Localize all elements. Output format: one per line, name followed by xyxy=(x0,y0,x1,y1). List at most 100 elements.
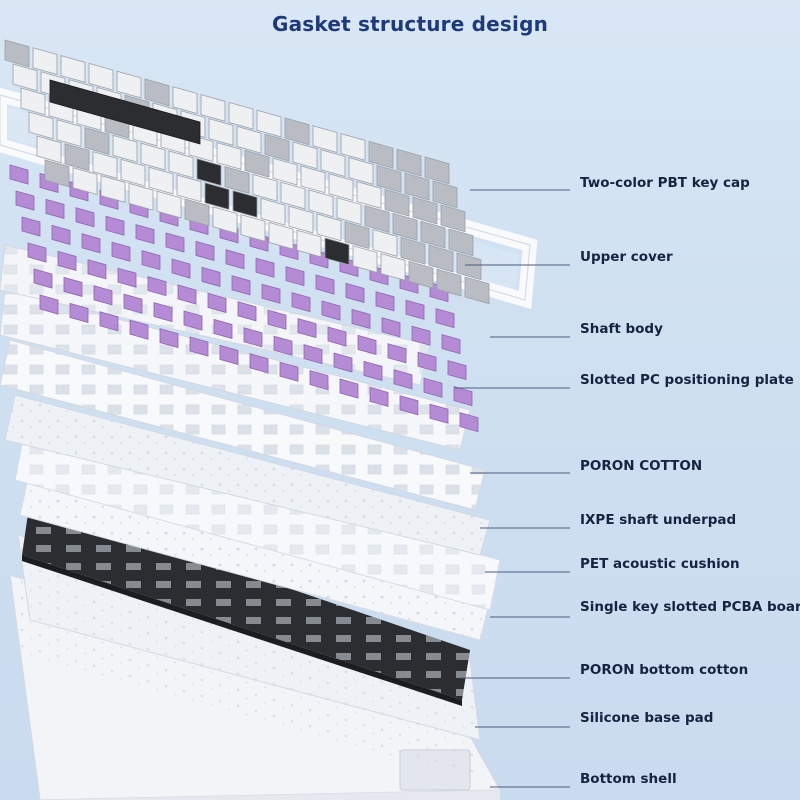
keycap xyxy=(280,181,306,210)
switch-unit xyxy=(147,276,167,297)
keycap xyxy=(84,127,110,155)
switch-unit xyxy=(357,334,377,355)
spacebar-keycap xyxy=(49,79,201,145)
switch-unit xyxy=(129,319,149,340)
keycap xyxy=(156,190,182,219)
keycap xyxy=(144,78,170,107)
switch-unit xyxy=(315,274,335,295)
switch-unit xyxy=(255,257,275,278)
switch-unit xyxy=(69,302,89,323)
keycap xyxy=(148,166,174,195)
switch-unit xyxy=(75,207,95,228)
switch-unit xyxy=(57,250,77,271)
switch-unit xyxy=(393,369,413,390)
switch-unit xyxy=(387,343,407,364)
keycap xyxy=(44,159,70,188)
keycap xyxy=(176,174,202,203)
switch-unit xyxy=(225,249,245,270)
keycap xyxy=(412,196,438,225)
keycap xyxy=(64,143,90,172)
label-upper-cover: Upper cover xyxy=(580,249,673,265)
keycap xyxy=(320,149,346,178)
keycap xyxy=(12,63,38,92)
keycap xyxy=(252,173,278,202)
page-title: Gasket structure design xyxy=(271,12,549,36)
switch-unit xyxy=(51,224,71,245)
keycap xyxy=(216,142,242,170)
keycap xyxy=(420,220,446,249)
label-pet: PET acoustic cushion xyxy=(580,556,740,572)
keycap xyxy=(200,94,226,122)
keycap xyxy=(244,149,270,178)
label-shaft-body: Shaft body xyxy=(580,321,663,337)
keycap xyxy=(296,229,322,258)
keycap xyxy=(204,182,230,211)
keycap xyxy=(240,214,266,242)
switch-unit xyxy=(189,336,209,357)
keycap xyxy=(364,205,390,233)
keycap xyxy=(392,212,418,241)
keycap xyxy=(328,173,354,202)
switch-unit xyxy=(453,386,473,407)
keycap xyxy=(172,86,198,115)
keycap xyxy=(112,134,138,163)
switch-unit xyxy=(231,275,251,296)
switch-unit xyxy=(123,293,143,314)
switch-unit xyxy=(153,302,173,323)
keycap xyxy=(60,55,86,83)
switch-unit xyxy=(363,360,383,381)
switch-unit xyxy=(135,224,155,245)
switch-unit xyxy=(87,259,107,280)
label-pc-plate: Slotted PC positioning plate xyxy=(580,372,794,388)
switch-unit xyxy=(81,233,101,254)
keycap xyxy=(100,175,126,203)
keycap xyxy=(324,237,350,266)
keycap xyxy=(300,165,326,194)
switch-unit xyxy=(213,318,233,339)
keycap xyxy=(224,166,250,194)
switch-unit xyxy=(369,386,389,407)
keycap xyxy=(400,236,426,265)
switch-unit xyxy=(285,266,305,287)
keycap xyxy=(264,133,290,162)
keycap xyxy=(316,213,342,242)
keycap xyxy=(404,172,430,201)
pc-plate-layer xyxy=(0,339,486,511)
keycap xyxy=(384,188,410,217)
keycap xyxy=(36,135,62,164)
keycap xyxy=(372,229,398,257)
keycap xyxy=(380,253,406,281)
switch-unit xyxy=(267,309,287,330)
keycap xyxy=(272,157,298,186)
switch-unit xyxy=(273,335,293,356)
switch-unit xyxy=(405,299,425,320)
switch-unit xyxy=(15,190,35,211)
label-poron-bottom: PORON bottom cotton xyxy=(580,662,749,678)
keycap xyxy=(340,133,366,161)
keycap xyxy=(120,158,146,187)
keycap xyxy=(348,157,374,185)
switch-unit xyxy=(195,240,215,261)
switch-unit xyxy=(375,291,395,312)
label-ixpe: IXPE shaft underpad xyxy=(580,512,737,528)
switch-unit xyxy=(141,250,161,271)
switch-layer xyxy=(9,164,479,433)
keycap xyxy=(408,260,434,289)
keycap xyxy=(432,180,458,209)
leader-lines xyxy=(455,189,570,788)
keycap xyxy=(228,101,254,130)
switch-unit xyxy=(33,268,53,289)
switch-unit xyxy=(9,164,29,185)
keycap xyxy=(4,39,30,68)
keycap xyxy=(376,164,402,193)
keycap xyxy=(356,181,382,209)
keycap xyxy=(464,276,490,305)
switch-unit xyxy=(99,311,119,332)
switch-unit xyxy=(327,326,347,347)
keycap xyxy=(168,150,194,179)
keycap xyxy=(20,87,46,116)
keycap xyxy=(256,109,282,138)
keycap xyxy=(336,197,362,226)
switch-unit xyxy=(171,258,191,279)
